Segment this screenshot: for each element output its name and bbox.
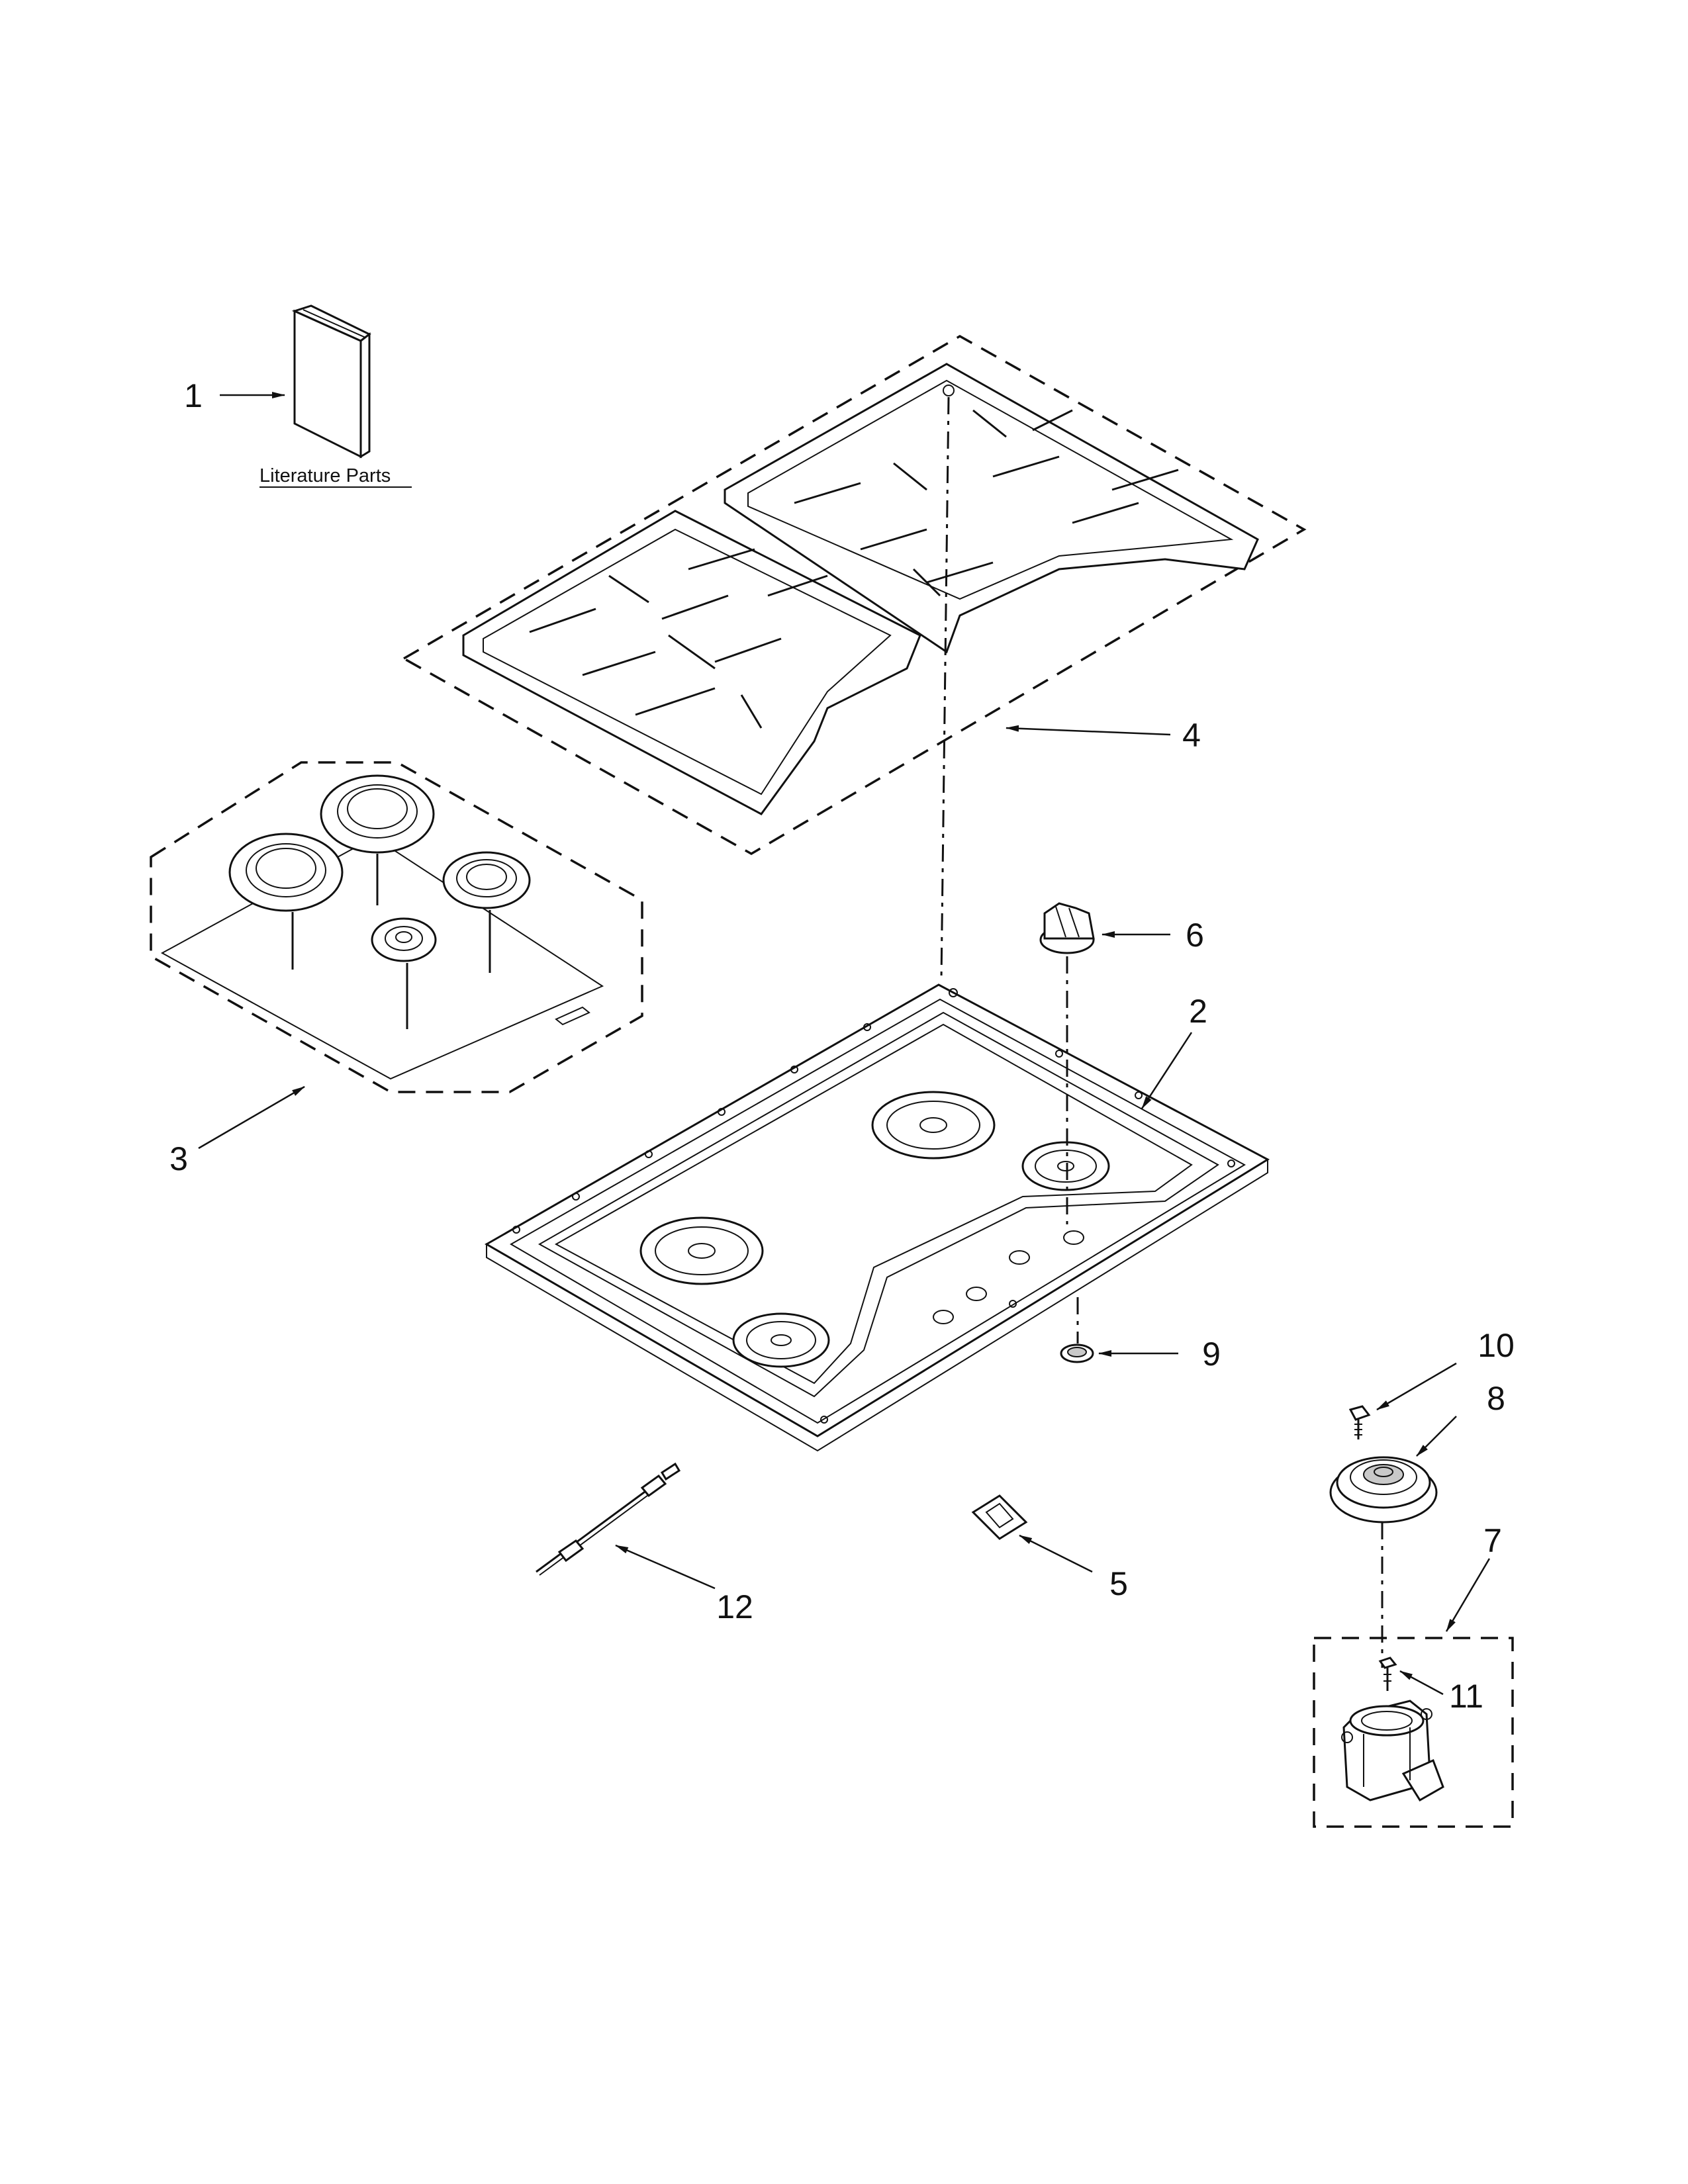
callout-10: 10: [1477, 1327, 1515, 1364]
part-9-grommet[interactable]: [1060, 1297, 1094, 1363]
callout-12: 12: [716, 1588, 753, 1625]
callout-2: 2: [1189, 993, 1207, 1030]
callout-3: 3: [169, 1140, 188, 1177]
callout-1: 1: [184, 377, 203, 414]
part-5-clip[interactable]: [971, 1494, 1028, 1540]
callout-8-leader: [1416, 1416, 1457, 1457]
callout-7-leader: [1445, 1558, 1491, 1632]
part-10-screw[interactable]: [1348, 1405, 1371, 1439]
callout-5: 5: [1109, 1565, 1128, 1602]
part-3-burner-caps-and-literature-sheet[interactable]: [150, 761, 643, 1093]
callout-8: 8: [1487, 1380, 1505, 1417]
part-6-control-knob[interactable]: [1039, 902, 1095, 954]
part-1-literature-booklet[interactable]: [291, 304, 371, 459]
alignment-line-grate: [940, 396, 950, 980]
callout-11-leader: [1399, 1670, 1444, 1696]
literature-parts-label: Literature Parts: [259, 465, 391, 486]
callout-4-leader: [1006, 725, 1171, 736]
part-7-burner-base-assembly[interactable]: [1313, 1637, 1514, 1828]
callout-2-leader: [1141, 1032, 1193, 1109]
callout-9: 9: [1202, 1336, 1221, 1373]
part-8-burner-head[interactable]: [1329, 1456, 1438, 1524]
part-4-grates[interactable]: [401, 334, 1307, 856]
callout-11: 11: [1449, 1678, 1483, 1715]
callout-3-leader: [198, 1085, 305, 1150]
callout-10-leader: [1376, 1362, 1457, 1411]
callout-5-leader: [1019, 1534, 1093, 1573]
callout-6: 6: [1186, 917, 1204, 954]
callout-7: 7: [1483, 1522, 1502, 1559]
part-11-small-screw[interactable]: [1378, 1657, 1397, 1691]
callout-4: 4: [1182, 717, 1201, 754]
part-12-spark-igniter[interactable]: [536, 1462, 681, 1576]
part-2-cooktop-base[interactable]: [484, 983, 1270, 1452]
callout-12-leader: [615, 1544, 716, 1590]
